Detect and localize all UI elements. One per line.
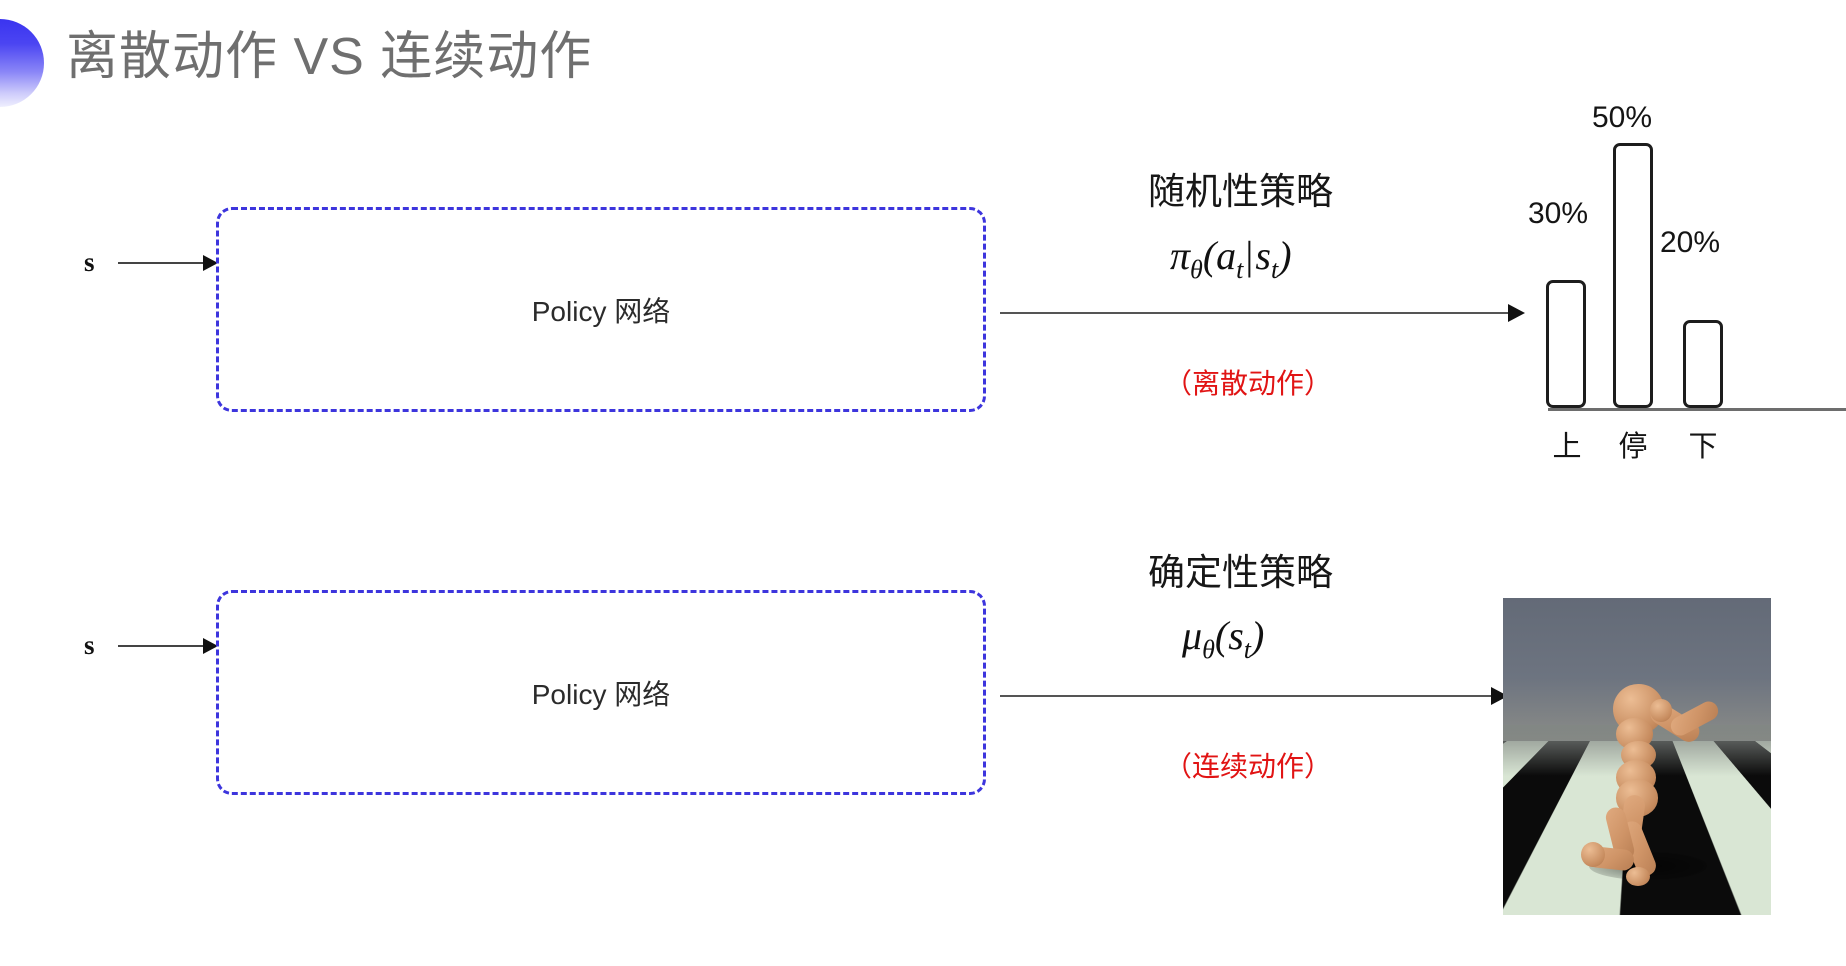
formula-state-subscript-bottom: t: [1243, 635, 1251, 664]
chart-baseline-axis: [1548, 408, 1846, 411]
bar-0: [1546, 280, 1586, 408]
formula-action-subscript: t: [1236, 255, 1244, 284]
stochastic-policy-title: 随机性策略: [1148, 171, 1333, 212]
bar-value-label-1: 50%: [1592, 101, 1653, 134]
humanoid-hand: [1650, 699, 1672, 722]
policy-network-box-top[interactable]: Policy 网络: [216, 207, 986, 412]
bar-category-label-2: 下: [1688, 431, 1718, 463]
bar-value-label-0: 30%: [1528, 197, 1589, 230]
bar-2: [1683, 320, 1723, 408]
formula-state-symbol-bottom: s: [1228, 613, 1244, 658]
bar-1: [1613, 143, 1653, 408]
formula-mu-symbol: μ: [1182, 613, 1203, 658]
discrete-action-row: s Policy 网络 随机性策略 πθ(at|st) （离散动作） 30% 上…: [84, 95, 1846, 463]
output-arrow-bottom: [1000, 687, 1508, 705]
continuous-action-note: （连续动作）: [1164, 751, 1333, 782]
bar-category-label-0: 上: [1552, 431, 1582, 463]
stochastic-policy-formula: πθ(at|st): [1170, 232, 1292, 285]
policy-network-label-bottom: Policy 网络: [531, 678, 671, 710]
formula-action-symbol: a: [1216, 233, 1237, 278]
discrete-action-note: （离散动作）: [1164, 368, 1333, 399]
formula-theta-subscript: θ: [1190, 255, 1203, 284]
formula-open-paren-bottom: (: [1214, 613, 1229, 658]
formula-state-symbol: s: [1255, 233, 1271, 278]
bar-value-label-2: 20%: [1660, 226, 1721, 259]
humanoid-simulation-image: [1503, 598, 1771, 915]
deterministic-policy-title: 确定性策略: [1148, 552, 1333, 593]
policy-network-box-bottom[interactable]: Policy 网络: [216, 590, 986, 795]
formula-open-paren: (: [1202, 233, 1217, 278]
formula-pi-symbol: π: [1170, 233, 1191, 278]
formula-conditional-bar: |: [1245, 233, 1254, 278]
humanoid-knee: [1580, 842, 1605, 868]
continuous-action-row: s Policy 网络 确定性策略 μθ(st) （连续动作）: [0, 470, 1846, 966]
state-input-label-bottom: s: [84, 630, 95, 660]
state-input-label-top: s: [84, 247, 95, 277]
humanoid-foot: [1626, 867, 1651, 887]
formula-theta-subscript-bottom: θ: [1202, 635, 1215, 664]
deterministic-policy-formula: μθ(st): [1182, 612, 1264, 665]
policy-network-label-top: Policy 网络: [531, 295, 671, 327]
input-arrow-top: [118, 255, 218, 271]
output-arrow-top: [1000, 304, 1525, 322]
bar-category-label-1: 停: [1618, 431, 1648, 463]
page-title: 离散动作 VS 连续动作: [66, 28, 593, 86]
formula-close-paren: ): [1278, 233, 1292, 278]
formula-close-paren-bottom: ): [1251, 613, 1265, 658]
action-probability-bar-chart: 30% 上 50% 停 20% 下: [1470, 95, 1846, 463]
formula-state-subscript: t: [1270, 255, 1279, 284]
input-arrow-bottom: [118, 638, 218, 654]
